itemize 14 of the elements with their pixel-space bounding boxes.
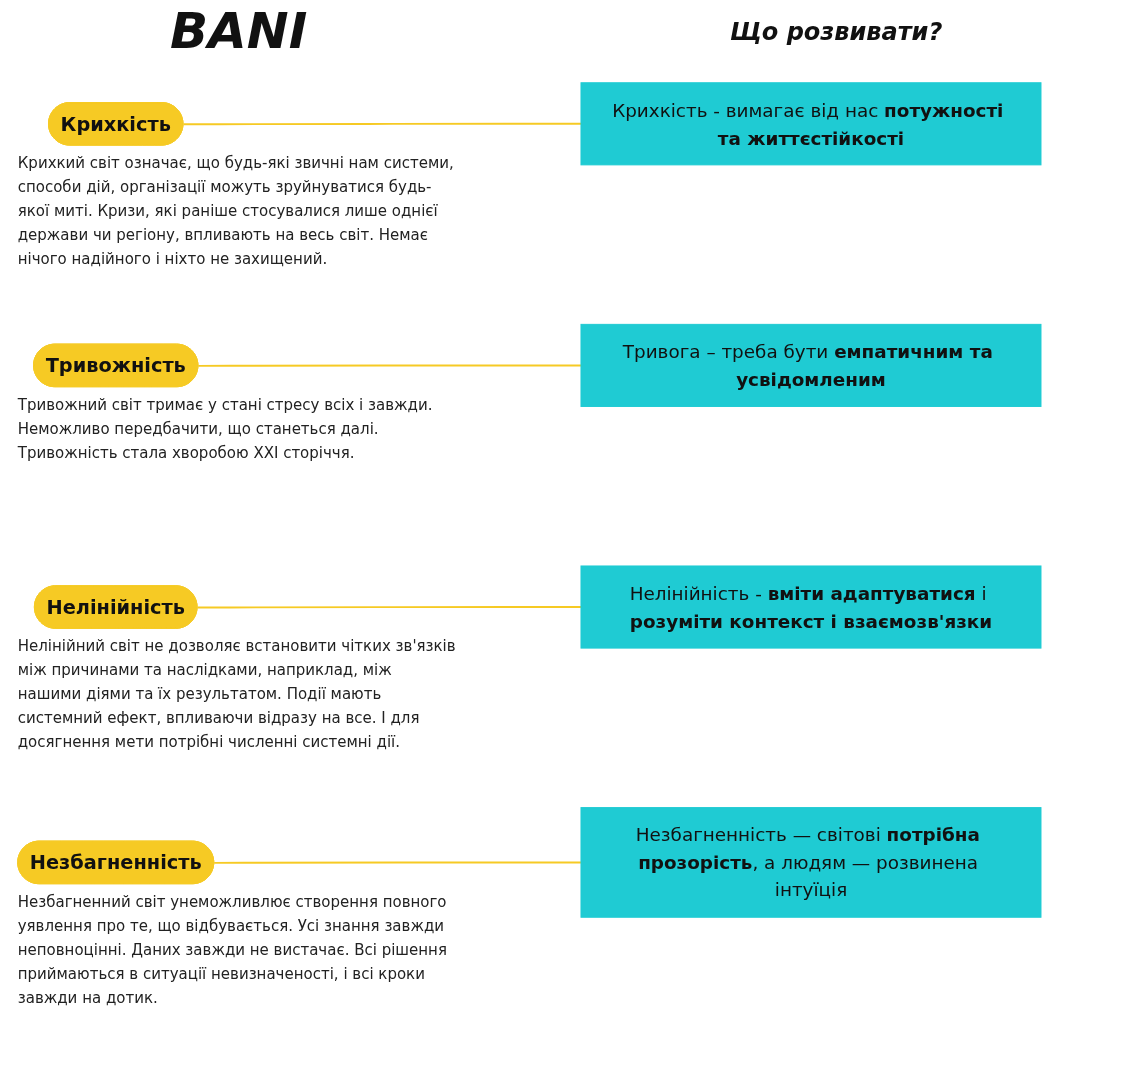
node-box: Незбагненність — світові потрібна прозорість, а людям — розвинена інтуїція [580, 807, 1042, 918]
node-box: Нелінійність - вміти адаптуватися і розуміти контекст і взаємозв'язки [580, 565, 1042, 649]
connector [196, 606, 582, 609]
title: BANI [170, 2, 308, 60]
connector [197, 364, 582, 367]
description-text: Тривожний світ тримає у стані стресу всіх і завжди. Неможливо передбачити, що станеться далі. Тривожність стала хворобою XXI сторіччя. [17, 394, 434, 464]
description-text: Нелінійний світ не дозволяє встановити чітких зв'язків між причинами та наслідками, наприклад, між нашими діями та їх результатом. Події мають системний ефект, впливаючи відразу на все. І для досягнення мети потрібні численні системні дії. [17, 636, 457, 754]
description-text: Незбагненний світ унеможливлює створення повного уявлення про те, що відбувається. Усі знання завжди неповноцінні. Даних завжди не вистачає. Всі рішення приймаються в ситуації невизначеності, і всі кроки завжди на дотик. [17, 891, 448, 1009]
node-box: Крихкість - вимагає від нас потужності та життєстійкості [580, 82, 1042, 166]
node-box: Тривога – треба бути емпатичним та усвідомленим [580, 323, 1042, 407]
connector [182, 122, 582, 126]
column-heading: Що розвивати? [730, 18, 943, 46]
description-text: Крихкий світ означає, що будь-які звичні нам системи, способи дій, організації можуть зруйнуватися будь-якої миті. Кризи, які раніше стосувалися лише однієї держави чи регіону, впливають на весь світ. Немає нічого надійного і ніхто не захищений. [17, 153, 455, 271]
connector [213, 861, 582, 864]
